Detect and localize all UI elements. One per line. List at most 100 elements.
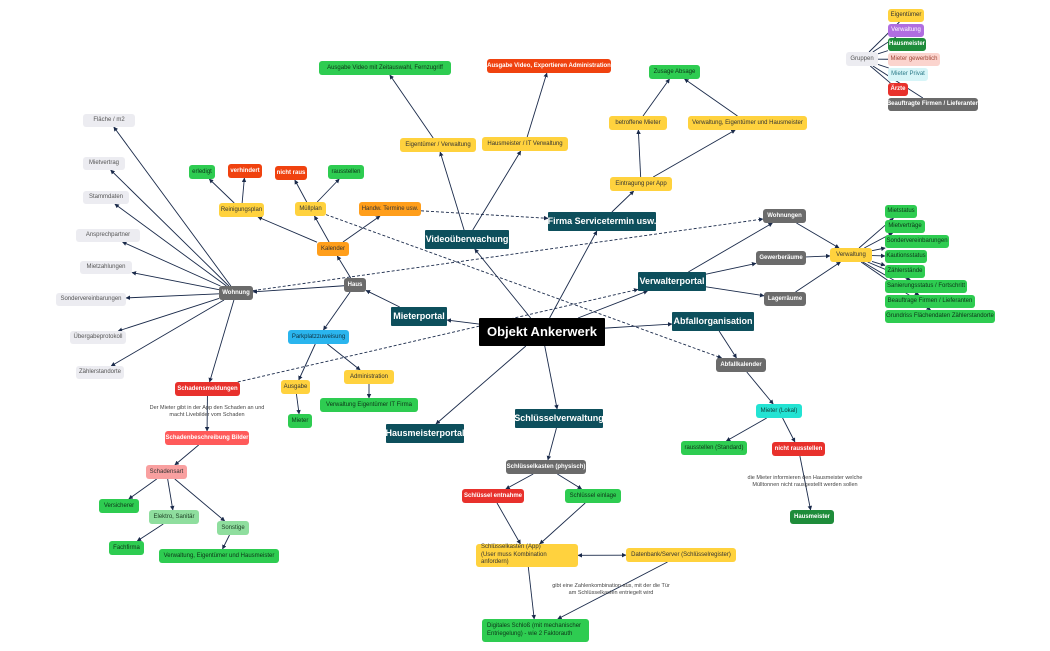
wohnung-list-item[interactable]: Fläche / m2 [83,114,135,127]
abfall-mieter-lokal[interactable]: Mieter (Lokal) [756,404,802,418]
group-item[interactable]: Beauftragte Firmen / Lieferanten [887,98,979,111]
video-ausgabe-fernzugriff[interactable]: Ausgabe Video mit Zeitauswahl, Fernzugri… [319,61,451,75]
mieter-verwaltung-it[interactable]: Verwaltung Eigentümer IT Firma [320,398,418,412]
verwalter-list-item[interactable]: Zählerstände [885,265,925,278]
schaden-meldungen[interactable]: Schadensmeldungen [175,382,240,396]
video-eigentuemer-verwaltung[interactable]: Eigentümer / Verwaltung [400,138,476,152]
verwalter-list-item[interactable]: Mietstatus [885,205,917,218]
mieter-administration[interactable]: Administration [344,370,394,384]
connector-center-to-mieterportal [446,318,480,325]
video-ausgabe-export[interactable]: Ausgabe Video, Exportieren Administratio… [487,59,611,73]
verwalter-wohnungen[interactable]: Wohnungen [763,209,806,223]
wohnung-list-item[interactable]: Ansprechpartner [76,229,140,242]
abfall-abfallkalender[interactable]: Abfallkalender [716,358,766,372]
mieter-parkplatzzuweisung[interactable]: Parkplatzzuweisung [288,330,349,344]
hub-schluesselverwaltung[interactable]: Schlüsselverwaltung [514,409,604,428]
verwalter-list-item[interactable]: Beauftrage Firmen / Lieferanten [885,295,975,308]
group-item[interactable]: Mieter gewerblich [888,53,940,66]
mieter-handw-termine[interactable]: Handw. Termine usw. [359,202,421,216]
abfall-nicht-rausstellen[interactable]: nicht rausstellen [772,442,825,456]
connector-s-app-to-s-veh [652,129,736,178]
verwalter-list-item[interactable]: Mietverträge [885,220,925,233]
wohnung-list-item[interactable]: Zählerstandorte [76,366,124,379]
mieter-wohnung[interactable]: Wohnung [219,286,253,300]
service-zusage-absage[interactable]: Zusage Absage [649,65,700,79]
wohnung-list-item[interactable]: Stammdaten [83,191,129,204]
service-betroffene-mieter[interactable]: betroffene Mieter [609,116,667,130]
schaden-beschreibung[interactable]: Schadenbeschreibung Bilder [165,431,249,445]
verwalter-list-item[interactable]: Sanierungsstatus / Fortschritt [885,280,967,293]
abfall-note: die Mieter informieren den Hausmeister w… [747,475,863,489]
hub-videoueberwachung[interactable]: Videoüberwachung [425,230,509,249]
hub-hausmeisterportal[interactable]: Hausmeisterportal [385,424,465,443]
schluessel-kasten-physisch[interactable]: Schlüsselkasten (physisch) [506,460,586,474]
verwalter-lagerraeume[interactable]: Lagerräume [764,292,806,306]
connector-vw-verw-to-list-4 [871,260,886,267]
group-item[interactable]: Ärzte [888,83,908,96]
verwalter-gewerberaeume[interactable]: Gewerberäume [756,251,806,265]
mieter-ausgabe[interactable]: Ausgabe [281,380,310,394]
connector-m-wohn-to-list-7 [110,299,225,367]
service-verwaltung-eigentuemer-hausmeister[interactable]: Verwaltung, Eigentümer und Hausmeister [688,116,807,130]
mieter-haus[interactable]: Haus [344,278,366,292]
mieter-muellplan[interactable]: Müllplan [295,202,326,216]
mieter-verhindert[interactable]: verhindert [228,164,262,178]
schaden-verwaltung-eigentuemer-hausmeister[interactable]: Verwaltung, Eigentümer und Hausmeister [159,549,279,563]
connector-center-to-verwalterportal [577,290,648,319]
mieter-kalender[interactable]: Kalender [317,242,349,256]
connector-m-wohn-to-list-1 [110,169,230,287]
hub-firma-servicetermin[interactable]: Firma Servicetermin usw. [548,212,656,231]
schluessel-kasten-app[interactable]: Schlüsselkasten (App)(User muss Kombinat… [476,544,578,567]
center-node[interactable]: Objekt Ankerwerk [479,318,605,346]
connector-m-wohn-to-list-6 [117,298,220,332]
connector-firma-to-s-app [611,190,635,213]
mieter-nicht-raus[interactable]: nicht raus [275,166,307,180]
connector-m-rein-to-m-erl [208,178,235,204]
connector-m-mp-to-m-nr [294,179,308,203]
mieter-reinigungsplan[interactable]: Reinigungsplan [219,203,264,217]
wohnung-list-item[interactable]: Mietzahlungen [80,261,132,274]
schluessel-note: gibt eine Zahlenkombination aus, mit der… [552,583,670,597]
connector-d-art-to-d-vers [128,478,157,500]
connector-a-ml-to-a-nr [782,417,796,443]
mieter-mieter[interactable]: Mieter [288,414,312,428]
mieter-rausstellen[interactable]: rausstellen [328,165,364,179]
hub-mieterportal[interactable]: Mieterportal [391,307,447,326]
connector-m-kal-to-m-hw [342,215,381,243]
schaden-sonstige[interactable]: Sonstige [217,521,249,535]
schluessel-datenbank[interactable]: Datenbank/Server (Schlüsselregister) [626,548,736,562]
abfall-rausstellen-standard[interactable]: rausstellen (Standard) [681,441,747,455]
mieter-erledigt[interactable]: erledigt [189,165,215,179]
wohnung-list-item[interactable]: Sondervereinbarungen [56,293,126,306]
schluessel-entnahme[interactable]: Schlüssel entnahme [462,489,524,503]
verwalter-list-item[interactable]: Grundriss Flächendaten Zählerstandorte [885,310,995,323]
schaden-fachfirma[interactable]: Fachfirma [109,541,144,555]
connector-m-wohn-to-list-2 [114,203,227,287]
schluessel-einlage[interactable]: Schlüssel einlage [565,489,621,503]
connector-s-veh-to-s-za [684,78,738,117]
group-item[interactable]: Hausmeister [888,38,926,51]
connector-m-mp-to-a-kal [325,214,723,359]
schaden-versicherer[interactable]: Versicherer [99,499,139,513]
connector-k-app-to-k-dig [527,566,536,620]
video-hausmeister-it[interactable]: Hausmeister / IT Verwaltung [482,137,568,151]
connector-k-ein-to-k-app [539,502,586,545]
verwalter-list-item[interactable]: Kautionsstatus [885,250,927,263]
wohnung-list-item[interactable]: Mietvertrag [83,157,125,170]
wohnung-list-item[interactable]: Übergabeprotokoll [70,331,126,344]
schaden-schadensart[interactable]: Schadensart [146,465,187,479]
schaden-elektro-sanitaer[interactable]: Elektro, Sanitär [149,510,199,524]
service-eintragung-app[interactable]: Eintragung per App [610,177,672,191]
verwalter-list-item[interactable]: Sondervereinbarungen [885,235,949,248]
connector-center-to-hausmeisterportal [435,345,527,425]
abfall-hausmeister[interactable]: Hausmeister [790,510,834,524]
group-item[interactable]: Verwaltung [888,24,924,37]
connector-v-eig-to-v-aus1 [389,74,434,139]
hub-verwalterportal[interactable]: Verwalterportal [638,272,706,291]
verwalter-verwaltung[interactable]: Verwaltung [830,248,872,262]
hub-abfallorganisation[interactable]: Abfallorganisation [672,312,754,331]
group-item[interactable]: Eigentümer [888,9,924,22]
connector-m-hw-to-firma [420,210,549,221]
group-item[interactable]: Mieter Privat [888,68,928,81]
